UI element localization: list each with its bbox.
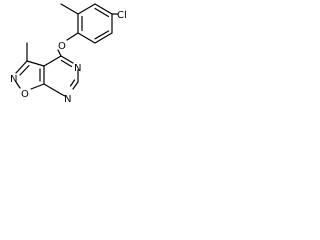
- isoxazole-bond-c3a-c3: [26, 60, 45, 67]
- isoxazole-oxygen-label: O: [21, 89, 29, 100]
- pyrimidine-bond-c2-n1-double: [69, 79, 76, 87]
- phenyl-bond-2-double: [94, 7, 110, 18]
- isoxazole-ring: [15, 60, 45, 90]
- pyrimidine-ring: [43, 55, 79, 97]
- pyrimidine-bond-n1-c7a: [60, 93, 66, 97]
- isoxazole-bond-n2-o1: [15, 81, 21, 89]
- isoxazole-bond-c3-n2-double: [19, 64, 30, 76]
- isoxazole-bond-o1-c7a: [30, 83, 45, 90]
- isoxazole-bond-c3-n2: [15, 60, 28, 74]
- pyrimidine-bond-c4-n3-double: [60, 59, 73, 68]
- ring-nitrogen-top-label: N: [74, 63, 81, 74]
- ether-oxygen-label: O: [58, 41, 66, 52]
- ring-nitrogen-bottom-label: N: [64, 94, 71, 105]
- phenyl-bond-4-double: [94, 30, 110, 40]
- chlorine-label: Cl: [117, 10, 127, 21]
- pyrimidine-bond-c4-n3: [60, 55, 74, 64]
- phenyl-bond-2: [94, 3, 113, 15]
- phenyl-methyl-bond: [60, 3, 79, 15]
- phenyl-ring: [77, 3, 113, 44]
- pyrimidine-bond-c2-n1: [72, 81, 79, 90]
- phenyl-bond-5: [77, 32, 96, 44]
- pyrimidine-bond-c7a-n1: [43, 83, 62, 95]
- isoxazole-nitrogen-label: N: [10, 74, 17, 85]
- ether-bond-phenyl: [66, 32, 79, 41]
- phenyl-bond-4: [94, 32, 113, 44]
- ether-bond-pyrimidine: [57, 49, 62, 57]
- pyrimidine-bond-c3a-c4: [43, 55, 62, 67]
- chemical-structure-diagram: O Cl N N N O: [10, 3, 127, 105]
- phenyl-bond-1: [77, 3, 96, 15]
